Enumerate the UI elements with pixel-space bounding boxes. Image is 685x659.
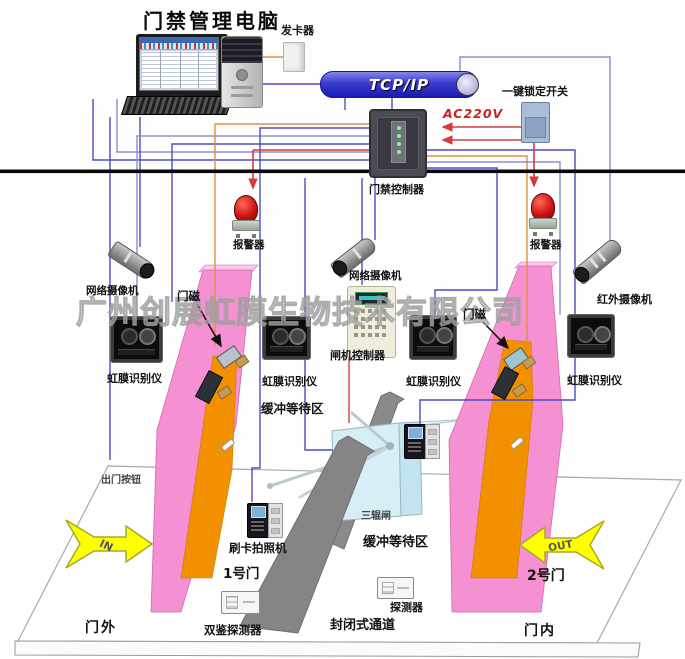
gate-controller-device — [347, 286, 396, 358]
card-issuer-device — [283, 42, 305, 72]
card-photo-machine-left — [247, 503, 283, 538]
card-issuer-label: 发卡器 — [281, 24, 314, 37]
lock-switch-label: 一键锁定开关 — [502, 85, 568, 98]
access-controller-device — [369, 109, 427, 178]
ac-power-label: AC220V — [443, 106, 504, 121]
management-pc-monitor — [136, 34, 228, 100]
iris-reader-1-label: 虹膜识别仪 — [107, 372, 162, 385]
iris-reader-2-device — [262, 316, 311, 360]
in-arrow-label: IN — [97, 537, 115, 555]
turnstile-label: 三辊闸 — [361, 511, 391, 522]
tcpip-label: TCP/IP — [368, 75, 430, 94]
page-title: 门禁管理电脑 — [143, 9, 281, 33]
pc-tower — [221, 36, 263, 108]
iris-reader-4-label: 虹膜识别仪 — [567, 374, 622, 387]
access-controller-label: 门禁控制器 — [369, 183, 424, 196]
divider-line — [0, 169, 685, 174]
gate-controller-label: 闸机控制器 — [330, 349, 385, 362]
dual-detector-device — [221, 591, 260, 614]
alarm-right-label: 报警器 — [530, 239, 562, 251]
door-magnet-left-label: 门磁 — [177, 289, 200, 303]
pc-screen — [139, 37, 219, 91]
channel-wall-near — [239, 435, 375, 634]
alarm-left-label: 报警器 — [233, 239, 265, 251]
detector-label: 探测器 — [390, 601, 423, 614]
arrow-wires — [196, 122, 539, 350]
iris-reader-4-device — [567, 314, 615, 358]
alarm-right-device — [529, 193, 557, 236]
iris-reader-1-device — [110, 316, 163, 363]
card-photo-machine-label: 刷卡拍照机 — [229, 541, 287, 555]
buffer-zone-upper-label: 缓冲等待区 — [261, 401, 324, 416]
closed-channel-label: 封闭式通道 — [330, 618, 396, 633]
iris-reader-3-device — [409, 315, 457, 360]
detector-device — [377, 577, 414, 599]
network-camera-left-label: 网络摄像机 — [86, 285, 139, 297]
out-arrow — [518, 520, 605, 570]
dual-detector-label: 双鉴探测器 — [204, 623, 262, 637]
door-2-label: 2号门 — [527, 568, 565, 584]
pipe-cap — [456, 73, 479, 96]
infrared-camera-label: 红外摄像机 — [597, 293, 652, 306]
lock-switch-device — [521, 102, 550, 143]
flow-arrows: IN OUT — [65, 519, 605, 570]
iris-reader-2-label: 虹膜识别仪 — [262, 375, 317, 388]
inside-label: 门内 — [524, 623, 556, 639]
network-camera-center-label: 网络摄像机 — [349, 270, 402, 282]
outside-label: 门外 — [85, 620, 117, 636]
buffer-zone-lower-label: 缓冲等待区 — [363, 535, 429, 550]
out-arrow-label: OUT — [547, 538, 574, 554]
card-photo-machine-right — [404, 424, 440, 459]
door-1-label: 1号门 — [223, 566, 260, 582]
alarm-left-device — [232, 195, 260, 238]
exit-button-label: 出门按钮 — [101, 475, 141, 486]
in-arrow — [65, 519, 154, 569]
iris-reader-3-label: 虹膜识别仪 — [406, 375, 461, 388]
door-magnet-right-label: 门磁 — [463, 307, 486, 321]
tcpip-pipe: TCP/IP — [320, 71, 479, 98]
keyboard — [120, 96, 234, 115]
